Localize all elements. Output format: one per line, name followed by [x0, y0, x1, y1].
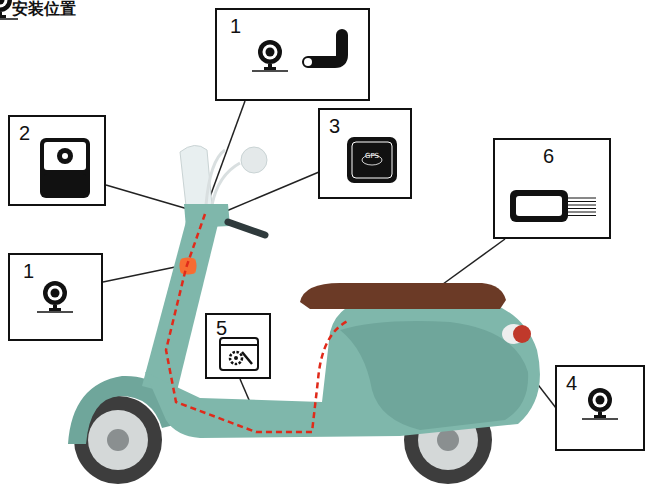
scooter-body — [241, 147, 267, 173]
gps-module-icon — [347, 137, 397, 183]
camera-icon — [582, 388, 618, 419]
camera-icon — [252, 40, 288, 71]
cable-icon — [304, 35, 342, 66]
diagram-title: 安装位置 — [12, 0, 76, 18]
settings-icon — [242, 352, 252, 364]
screen-icon — [57, 148, 73, 164]
scooter-body — [300, 283, 506, 309]
leader-line — [207, 101, 245, 205]
camera-icon — [0, 0, 8, 8]
scooter-body — [68, 145, 540, 444]
box-ground — [318, 108, 412, 199]
settings-icon — [220, 338, 258, 370]
scooter-body — [166, 214, 350, 432]
callout-box: 1 — [8, 253, 103, 341]
screen-icon — [44, 174, 86, 194]
recorder-icon — [516, 196, 562, 216]
callout-number: 1 — [230, 16, 241, 36]
callout-box: 6 — [493, 138, 611, 239]
scooter-body — [340, 321, 528, 430]
box-ground — [215, 8, 370, 101]
box-ground — [205, 313, 271, 379]
recorder-icon — [568, 198, 596, 216]
camera-icon — [37, 281, 73, 312]
recorder-icon — [510, 190, 596, 222]
callout-number: 6 — [543, 146, 554, 166]
callout-number: 5 — [216, 318, 227, 338]
callout-number: 1 — [23, 261, 34, 281]
scooter-body — [145, 298, 540, 438]
scooter-body — [513, 325, 531, 343]
wire-strand — [568, 208, 596, 209]
scooter-body — [228, 222, 265, 235]
part-label: GPS — [365, 152, 379, 160]
box-ground — [493, 138, 611, 239]
camera-icon — [0, 0, 12, 12]
wire-strand — [568, 205, 596, 206]
screen-icon — [40, 138, 90, 198]
settings-icon — [234, 356, 238, 360]
screen-icon — [44, 142, 86, 170]
camera-icon — [0, 18, 18, 20]
cable-icon — [308, 35, 342, 62]
scooter-body — [184, 204, 230, 228]
callout-number: 3 — [329, 116, 340, 136]
callout-box: 4 — [555, 365, 645, 451]
settings-icon — [230, 352, 242, 364]
cable-icon — [304, 58, 312, 66]
leader-line — [103, 266, 180, 282]
callout-box: 5 — [205, 313, 271, 379]
screen-icon — [62, 153, 68, 159]
gps-module-icon — [352, 142, 392, 178]
camera-icon — [0, 15, 6, 18]
recorder-icon — [510, 190, 568, 222]
box-ground — [555, 365, 645, 451]
scooter-body — [212, 163, 240, 205]
callout-box: 2 — [8, 115, 106, 206]
leader-line — [224, 172, 319, 212]
wire-strand — [568, 198, 596, 199]
wheel — [88, 410, 148, 470]
wire-strand — [568, 215, 596, 216]
gps-module-icon — [347, 137, 397, 183]
box-ground — [8, 253, 103, 341]
wire-strand — [568, 212, 596, 213]
box-ground — [8, 115, 106, 206]
box-ground — [8, 8, 645, 451]
scooter-body — [206, 150, 225, 205]
callout-number: 2 — [19, 123, 30, 143]
settings-icon — [220, 344, 258, 346]
screen-icon — [40, 138, 90, 198]
callout-number: 4 — [566, 373, 577, 393]
wheel — [107, 429, 129, 451]
camera-icon — [0, 0, 5, 5]
wire-strand — [568, 201, 596, 202]
callout-box: 1 — [215, 8, 370, 101]
wheel — [437, 429, 459, 451]
settings-icon — [220, 338, 258, 370]
